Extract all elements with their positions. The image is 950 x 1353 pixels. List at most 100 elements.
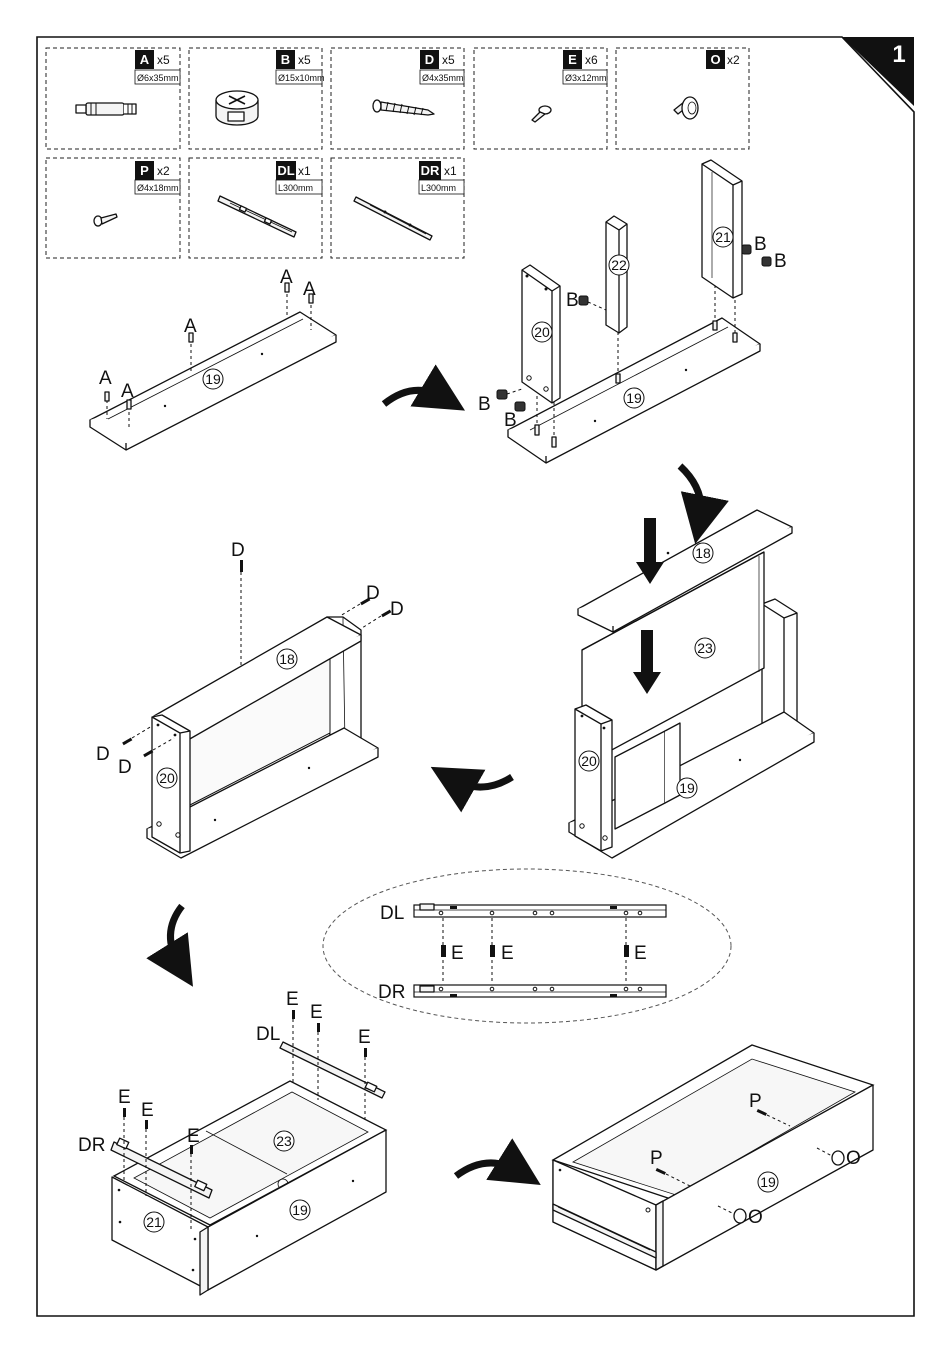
- hardware-code: D: [425, 52, 434, 67]
- part-number-20: 20: [157, 768, 177, 788]
- callout-b: B: [504, 410, 517, 431]
- knob-screw-icon: [94, 214, 117, 226]
- hardware-size: Ø4x35mm: [422, 73, 464, 83]
- hardware-qty: x5: [442, 53, 455, 67]
- part-number-19: 19: [290, 1200, 310, 1220]
- hardware-qty: x2: [157, 164, 170, 178]
- panel-sides-cams: 19 20 22: [478, 160, 787, 463]
- callout-o: O: [748, 1207, 763, 1228]
- part-number-21: 21: [713, 227, 733, 247]
- hardware-code: P: [140, 163, 149, 178]
- cam-lock-icon: [216, 91, 258, 125]
- callout-b: B: [754, 234, 767, 255]
- panel-drawer-knobs: 19 P P O O: [553, 1045, 873, 1270]
- short-screw-icon: [490, 945, 495, 957]
- callout-b: B: [566, 290, 579, 311]
- callout-e: E: [118, 1087, 131, 1108]
- sequence-arrow: [680, 466, 701, 520]
- svg-text:20: 20: [534, 324, 550, 340]
- short-screw-icon: [532, 106, 551, 122]
- callout-a: A: [121, 381, 134, 402]
- hardware-box-p: P x2 Ø4x18mm: [46, 158, 180, 258]
- callout-e: E: [187, 1126, 200, 1147]
- hardware-size: L300mm: [421, 183, 456, 193]
- callout-d: D: [231, 540, 245, 561]
- hardware-code: E: [568, 52, 577, 67]
- hardware-code: DR: [421, 163, 440, 178]
- svg-text:20: 20: [581, 753, 597, 769]
- callout-dl: DL: [256, 1024, 280, 1045]
- callout-p: P: [650, 1148, 663, 1169]
- callout-e: E: [141, 1100, 154, 1121]
- callout-a: A: [280, 267, 293, 288]
- drawer-slide-detail: DL DR E E E: [323, 869, 731, 1023]
- hardware-size: L300mm: [278, 183, 313, 193]
- part-number-19: 19: [203, 369, 223, 389]
- callout-b: B: [478, 394, 491, 415]
- cam-lock-icon: [742, 245, 751, 254]
- short-screw-icon: [624, 945, 629, 957]
- svg-text:18: 18: [279, 651, 295, 667]
- callout-e: E: [634, 943, 647, 964]
- svg-text:21: 21: [146, 1214, 162, 1230]
- callout-e: E: [451, 943, 464, 964]
- hardware-code: DL: [277, 163, 294, 178]
- svg-text:19: 19: [205, 371, 221, 387]
- short-screw-icon: [292, 1010, 295, 1019]
- callout-e: E: [286, 989, 299, 1010]
- hardware-box-a: A x5 Ø6x35mm: [46, 48, 180, 149]
- panel-drawer-slides: 23 21 19 DL DR: [78, 989, 386, 1295]
- callout-p: P: [749, 1091, 762, 1112]
- svg-text:23: 23: [697, 640, 713, 656]
- svg-text:19: 19: [292, 1202, 308, 1218]
- panel-carcass-screws: 18 20 D D D D D: [96, 540, 404, 858]
- part-number-18: 18: [277, 649, 297, 669]
- callout-d: D: [390, 599, 404, 620]
- hardware-code: O: [710, 52, 720, 67]
- short-screw-icon: [123, 1108, 126, 1117]
- svg-text:19: 19: [760, 1174, 776, 1190]
- part-number-19: 19: [624, 388, 644, 408]
- hardware-box-dr: DR x1 L300mm: [331, 158, 464, 258]
- callout-d: D: [96, 744, 110, 765]
- part-number-19: 19: [677, 778, 697, 798]
- part-number-23: 23: [274, 1131, 294, 1151]
- svg-text:20: 20: [159, 770, 175, 786]
- callout-dl: DL: [380, 903, 404, 924]
- part-number-20: 20: [532, 322, 552, 342]
- hardware-qty: x5: [298, 53, 311, 67]
- cam-lock-icon: [762, 257, 771, 266]
- hardware-box-dl: DL x1 L300mm: [189, 158, 322, 258]
- hardware-size: Ø15x10mm: [278, 73, 325, 83]
- part-number-23: 23: [695, 638, 715, 658]
- part-number-22: 22: [609, 255, 629, 275]
- step-number: 1: [892, 41, 905, 68]
- part-number-18: 18: [693, 543, 713, 563]
- hardware-box-o: O x2: [616, 48, 749, 149]
- callout-e: E: [358, 1027, 371, 1048]
- svg-text:18: 18: [695, 545, 711, 561]
- part-number-20: 20: [579, 751, 599, 771]
- hardware-qty: x5: [157, 53, 170, 67]
- callout-a: A: [99, 368, 112, 389]
- callout-d: D: [118, 757, 132, 778]
- hardware-qty: x6: [585, 53, 598, 67]
- short-screw-icon: [364, 1048, 367, 1057]
- svg-text:22: 22: [611, 257, 627, 273]
- callout-a: A: [303, 279, 316, 300]
- callout-a: A: [184, 316, 197, 337]
- hardware-size: Ø4x18mm: [137, 183, 179, 193]
- hardware-code: A: [140, 52, 150, 67]
- hardware-qty: x1: [444, 164, 457, 178]
- sequence-arrow: [452, 777, 512, 787]
- callout-dr: DR: [78, 1135, 105, 1156]
- svg-text:23: 23: [276, 1133, 292, 1149]
- knob-icon: [674, 97, 698, 119]
- svg-text:21: 21: [715, 229, 731, 245]
- cam-lock-icon: [579, 296, 606, 310]
- hardware-code: B: [281, 52, 290, 67]
- hardware-box-b: B x5 Ø15x10mm: [189, 48, 325, 149]
- callout-d: D: [366, 583, 380, 604]
- sequence-arrow: [170, 906, 182, 966]
